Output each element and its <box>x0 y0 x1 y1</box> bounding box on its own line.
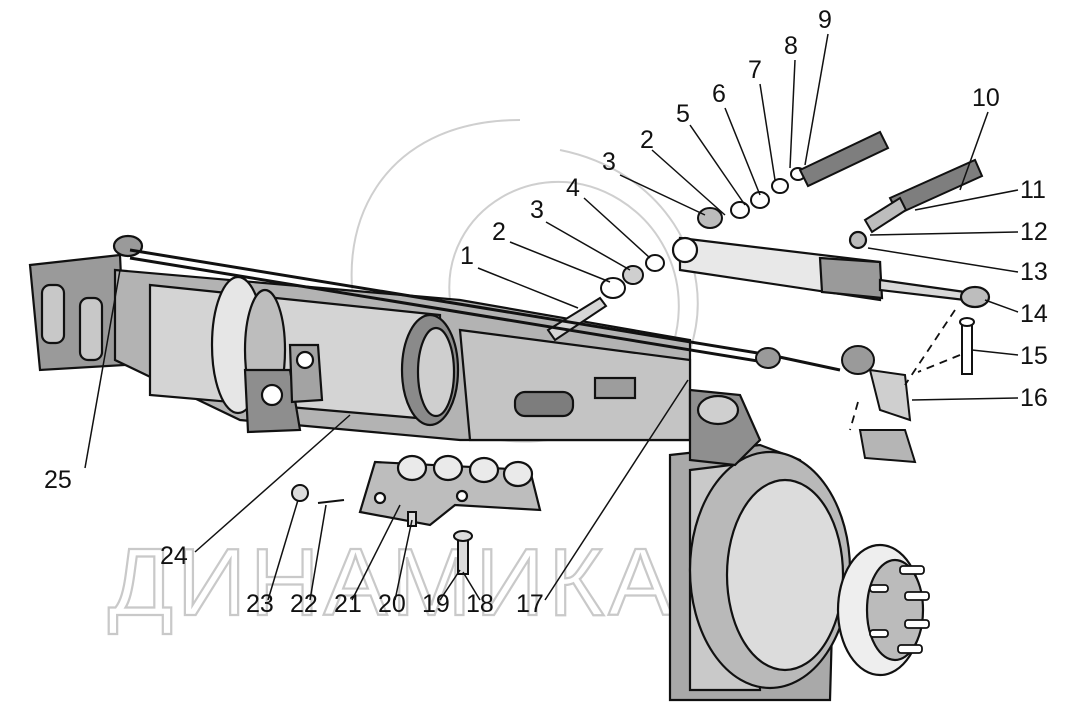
callout-18: 18 <box>466 590 494 618</box>
callout-1: 1 <box>460 242 474 270</box>
callout-2: 2 <box>492 218 506 246</box>
callout-19: 19 <box>422 590 450 618</box>
leader-lines <box>84 33 1019 601</box>
hydraulic-hoses <box>798 130 984 234</box>
callout-3: 3 <box>530 196 544 224</box>
callout-labels: 1 2 2 3 3 4 5 6 7 8 9 10 11 12 13 14 15 … <box>44 6 1048 618</box>
callout-2: 2 <box>640 126 654 154</box>
callout-9: 9 <box>818 6 832 34</box>
callout-6: 6 <box>712 80 726 108</box>
callout-15: 15 <box>1020 342 1048 370</box>
mounting-bracket <box>358 454 542 527</box>
callout-24: 24 <box>160 542 188 570</box>
callout-14: 14 <box>1020 300 1048 328</box>
callout-17: 17 <box>516 590 544 618</box>
callout-16: 16 <box>1020 384 1048 412</box>
callout-23: 23 <box>246 590 274 618</box>
callout-21: 21 <box>334 590 362 618</box>
callout-4: 4 <box>566 174 580 202</box>
callout-22: 22 <box>290 590 318 618</box>
steering-cylinder <box>671 230 991 309</box>
final-drive-housing <box>668 388 930 702</box>
dashed-assembly-lines <box>849 309 961 431</box>
callout-11: 11 <box>1020 176 1046 204</box>
callout-8: 8 <box>784 32 798 60</box>
tie-rod-end <box>755 345 917 464</box>
bolt-15 <box>959 317 975 375</box>
axle-housing <box>28 234 692 442</box>
callout-7: 7 <box>748 56 762 84</box>
callout-10: 10 <box>972 84 1000 112</box>
callout-5: 5 <box>676 100 690 128</box>
callout-3: 3 <box>602 148 616 176</box>
callout-13: 13 <box>1020 258 1048 286</box>
callout-25: 25 <box>44 466 72 494</box>
callout-12: 12 <box>1020 218 1048 246</box>
fasteners <box>291 484 473 575</box>
callout-20: 20 <box>378 590 406 618</box>
